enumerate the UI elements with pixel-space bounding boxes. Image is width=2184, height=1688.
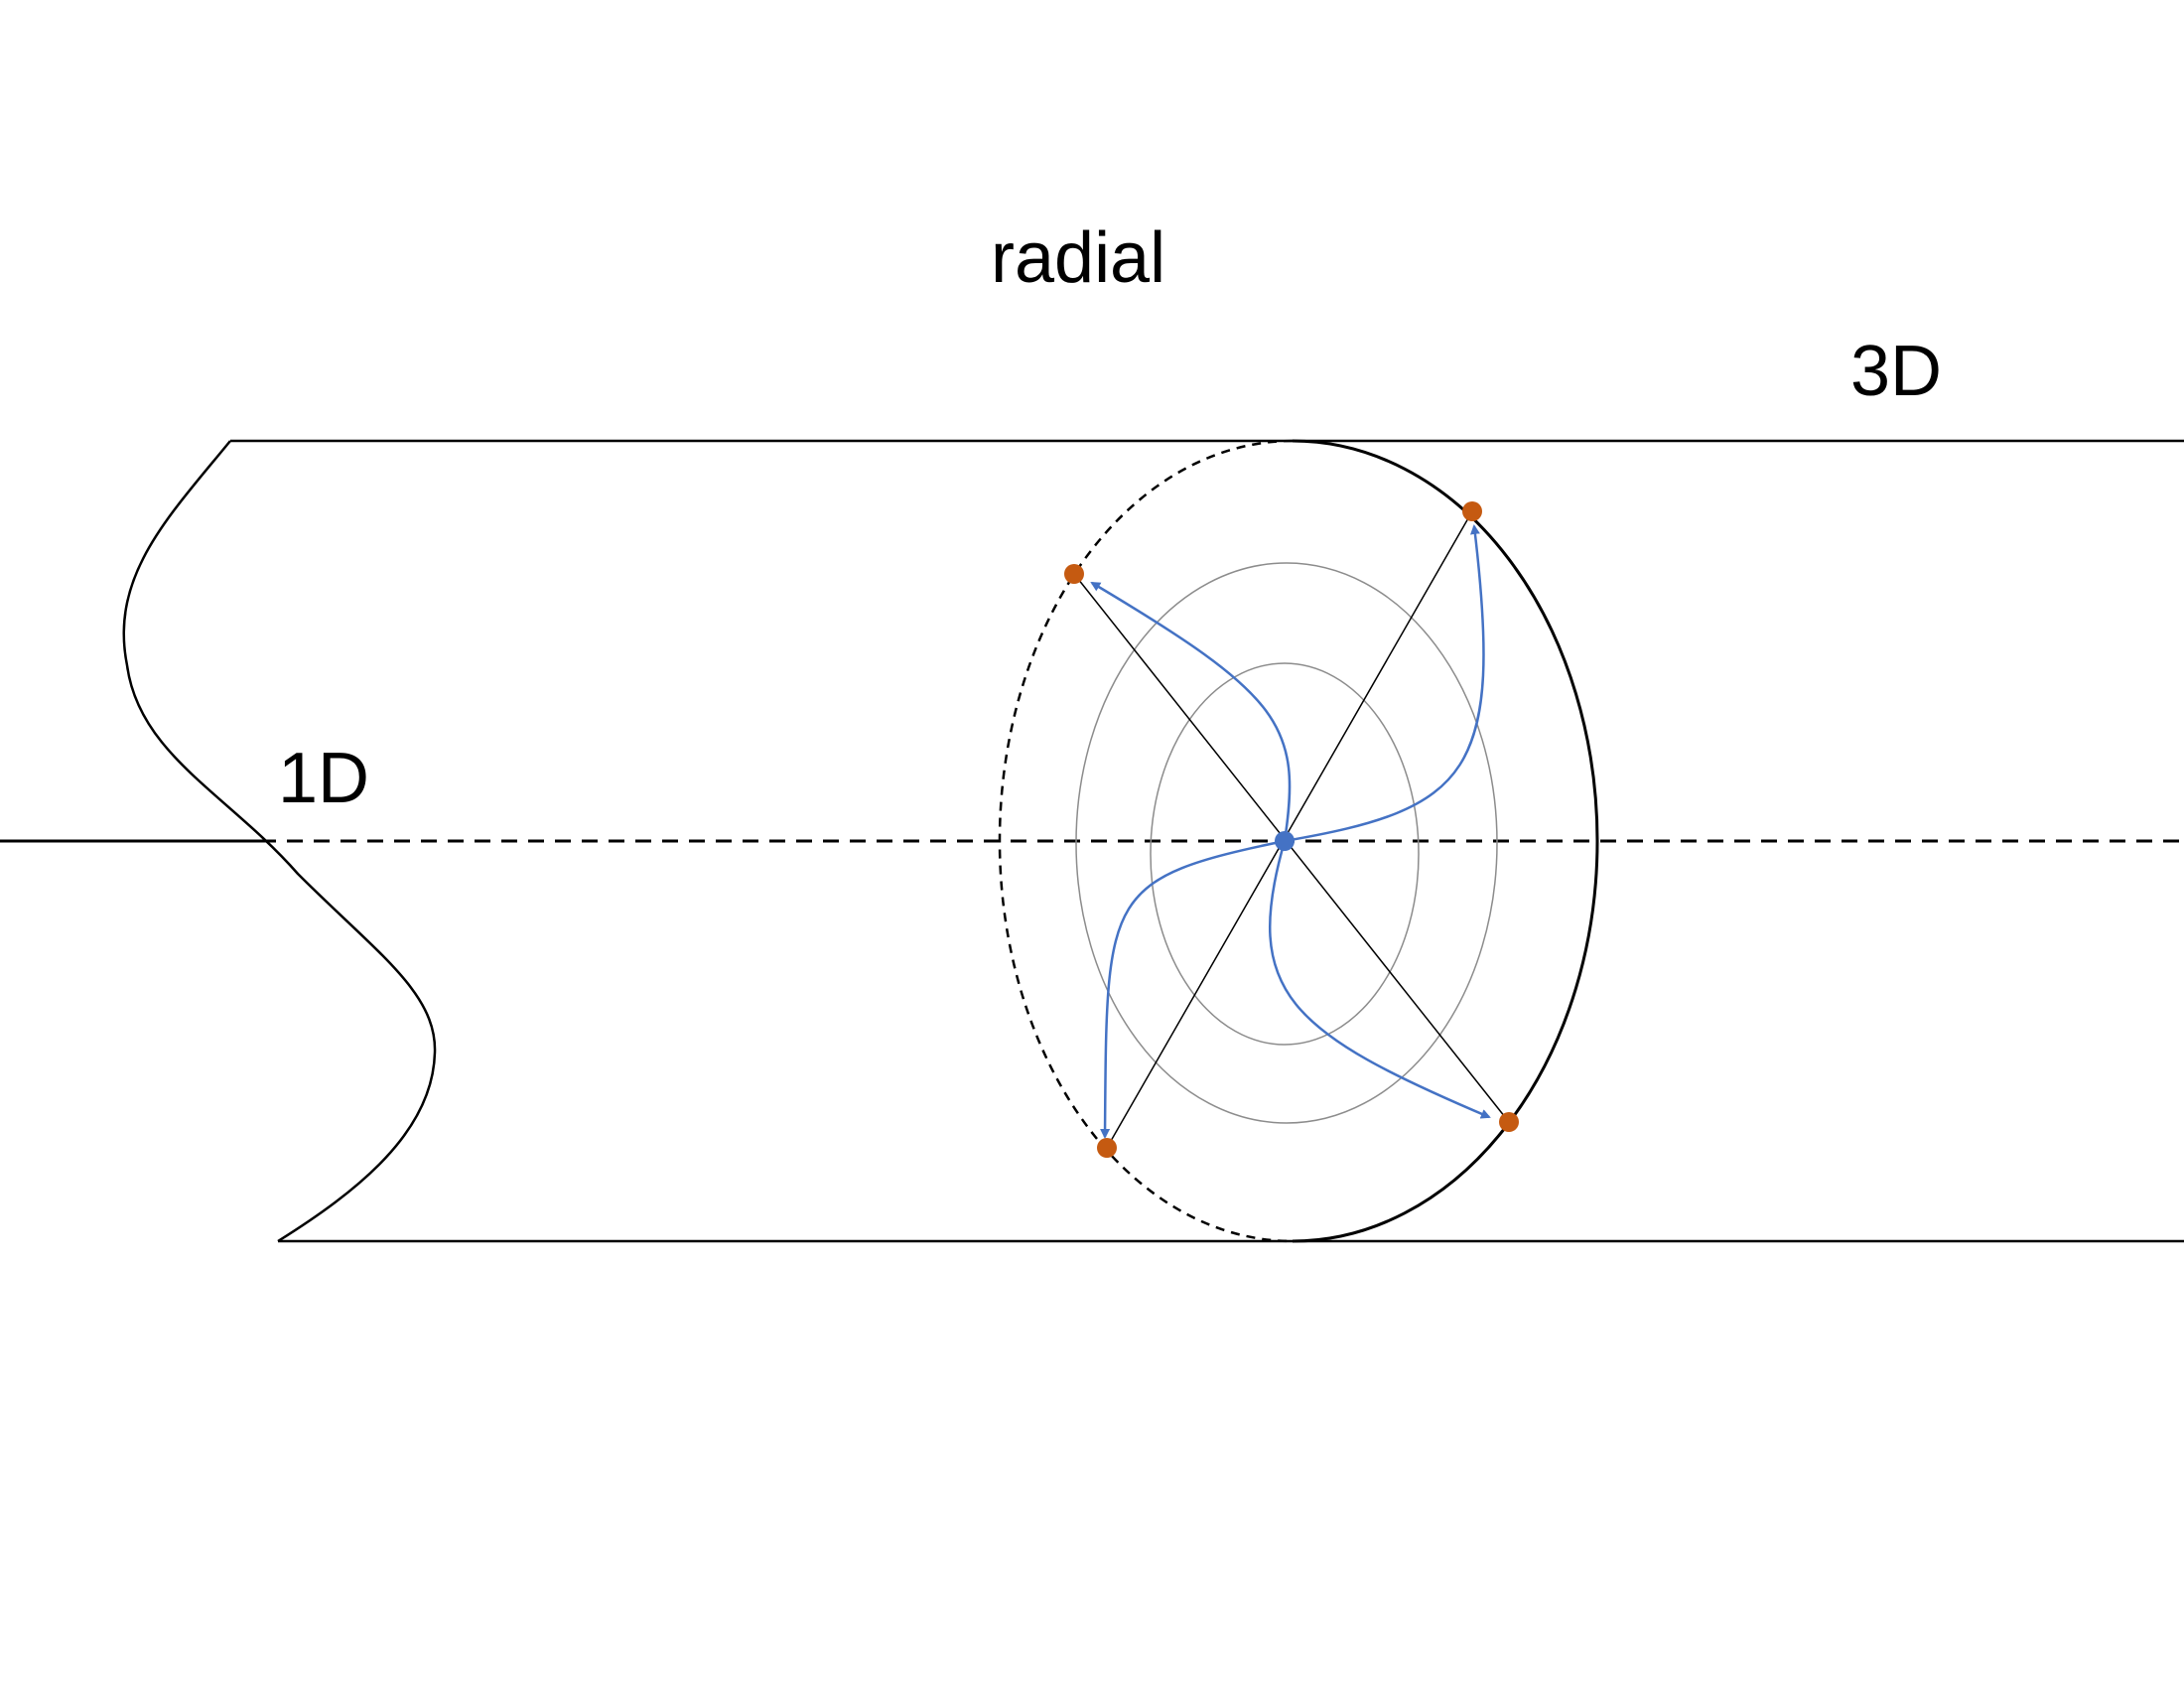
grid-ring-outer [1075, 562, 1498, 1124]
label-1d: 1D [278, 739, 370, 818]
arrow-to-top-right [1284, 524, 1485, 843]
grid-ring-inner [1150, 662, 1420, 1046]
arrow-to-top-left [1090, 581, 1292, 842]
end-point-bottom-right [1499, 1112, 1519, 1132]
cylinder-left-wave [122, 440, 437, 1243]
cross-section-back-half [998, 439, 1294, 1243]
spoke-diagonal-up [1106, 510, 1473, 1149]
center-point [1275, 831, 1295, 851]
label-radial: radial [991, 218, 1166, 298]
end-point-bottom-left [1097, 1138, 1117, 1158]
arrow-to-bottom-left [1100, 839, 1286, 1139]
end-point-top-left [1064, 564, 1084, 584]
end-point-top-right [1462, 501, 1482, 521]
cross-section-front-half [1292, 439, 1599, 1243]
arrow-to-bottom-right [1269, 840, 1491, 1119]
label-3d: 3D [1850, 332, 1943, 411]
